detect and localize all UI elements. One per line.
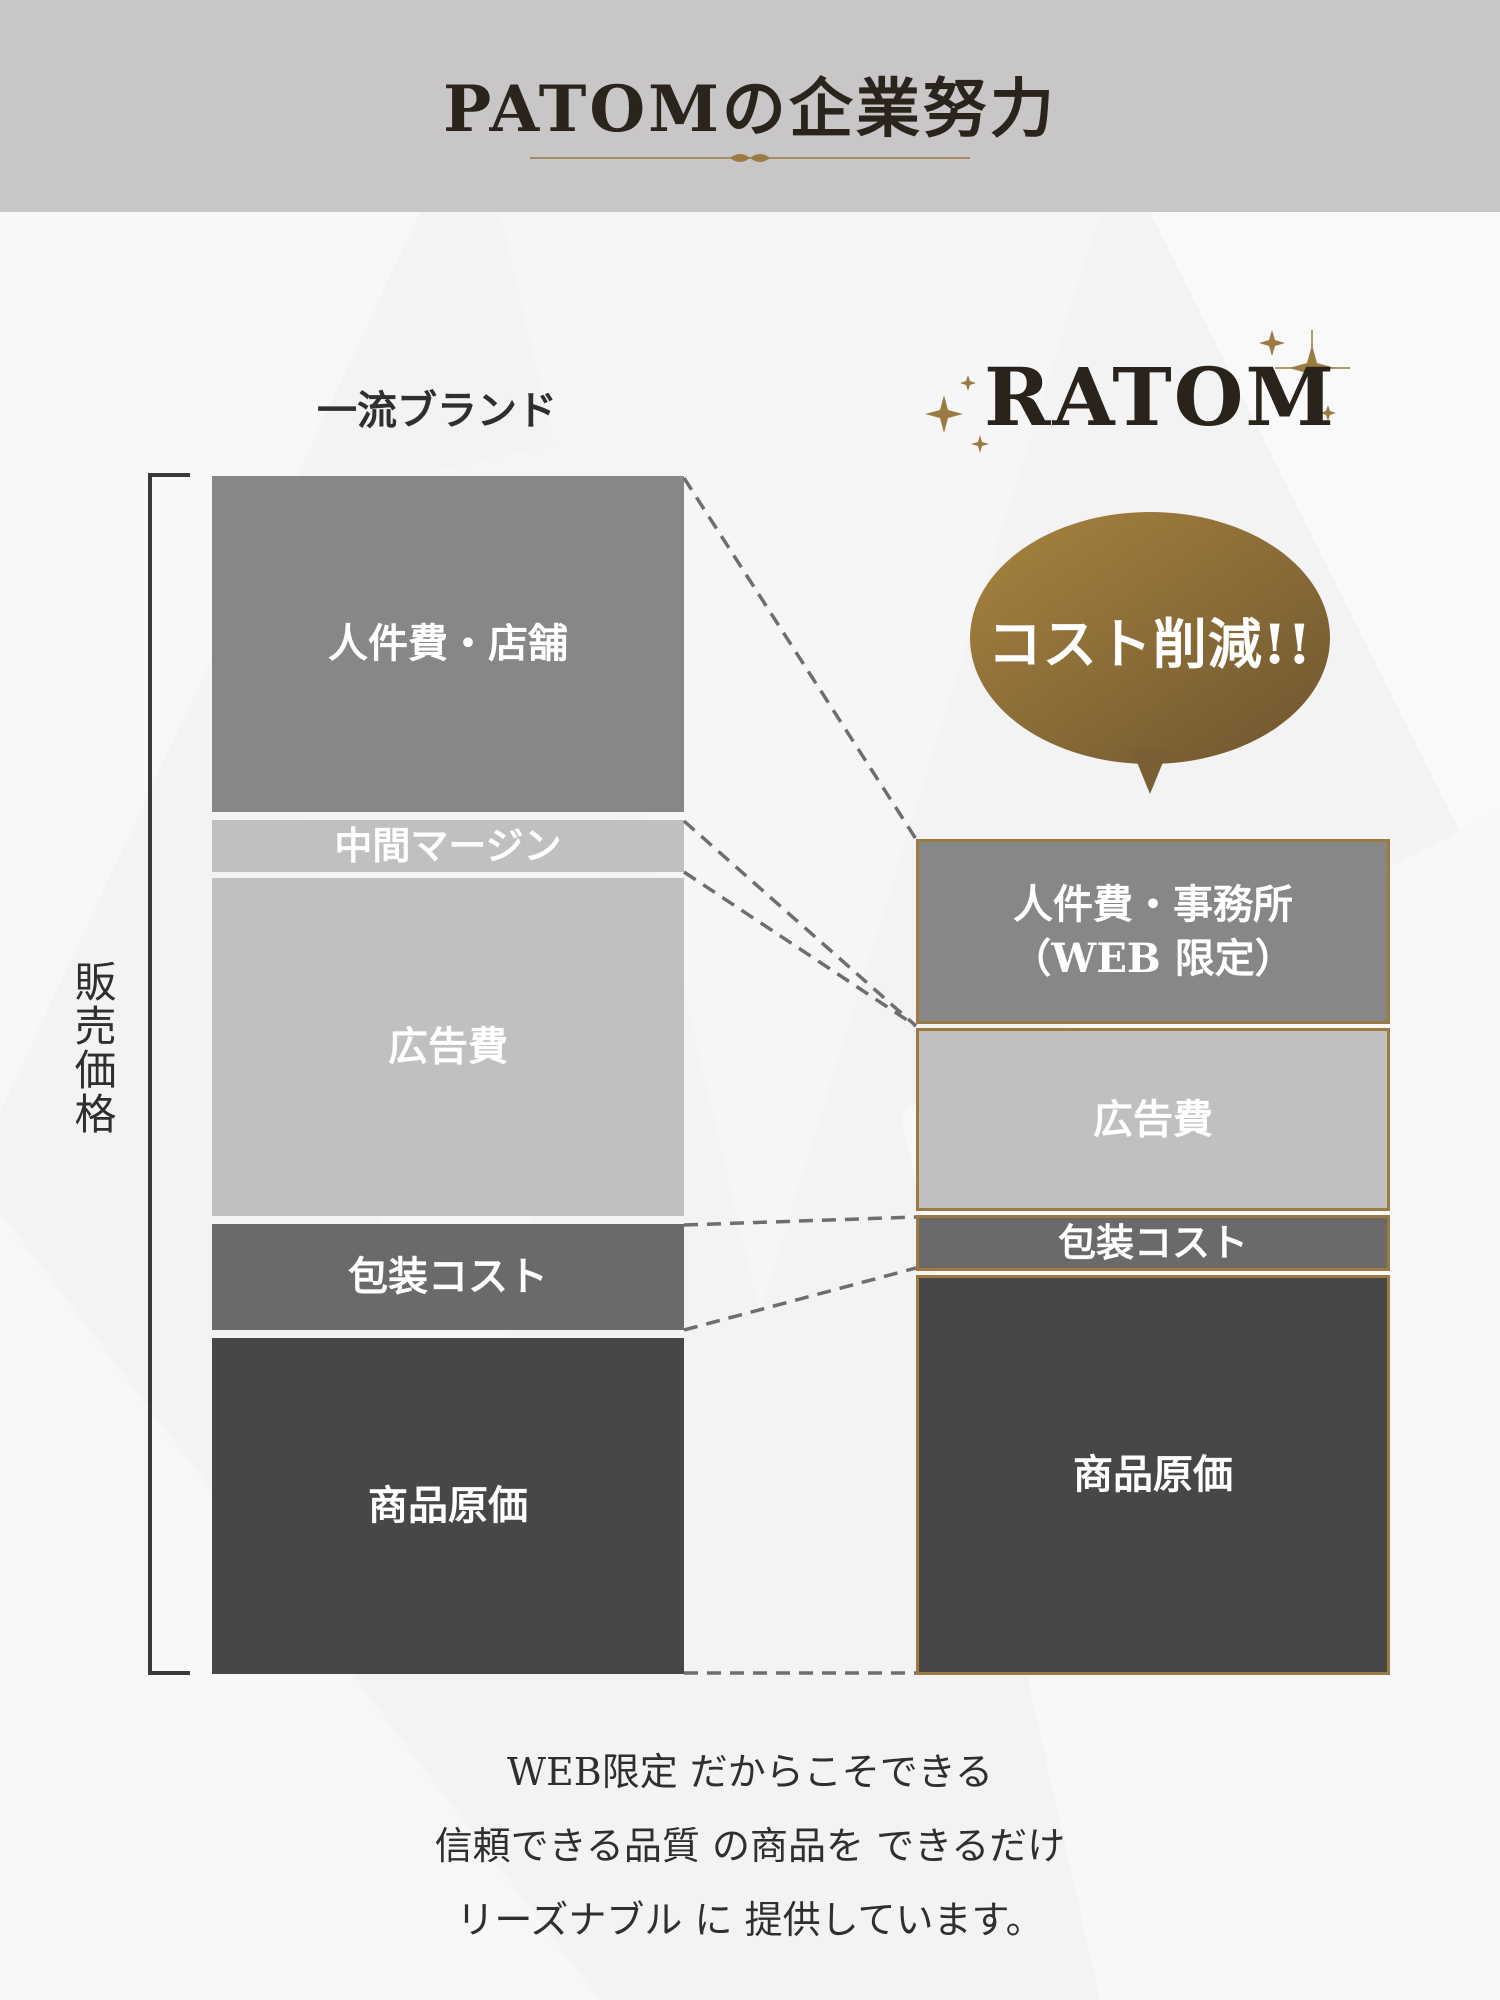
cost-reduction-text: コスト削減!!: [987, 612, 1313, 676]
selling-price-label: 販売価格: [68, 960, 117, 1136]
brand-logo: RATOM: [984, 350, 1336, 444]
left-block-labor-store: 人件費・店舗: [212, 476, 684, 812]
speech-bubble: [970, 512, 1330, 794]
footer-message: WEB限定 だからこそできる 信頼できる品質 の商品を できるだけ リーズナブル…: [250, 1735, 1250, 1957]
footer-line: WEB限定 だからこそできる: [506, 1750, 994, 1794]
page-title: PATOMの企業努力: [443, 72, 1057, 147]
footer-line: 信頼できる品質 の商品を できるだけ: [434, 1824, 1066, 1868]
right-block-labor-office: 人件費・事務所 （WEB 限定）: [916, 839, 1390, 1024]
left-block-product-cost: 商品原価: [212, 1338, 684, 1674]
right-block-product-cost: 商品原価: [916, 1275, 1390, 1675]
left-block-packaging: 包装コスト: [212, 1224, 684, 1330]
sparkle-icon: [925, 330, 1350, 453]
right-block-packaging: 包装コスト: [916, 1215, 1390, 1271]
right-block-advertising: 広告費: [916, 1028, 1390, 1211]
left-block-middle-margin: 中間マージン: [212, 820, 684, 872]
ornament-divider: [530, 154, 970, 162]
price-bracket: [148, 473, 190, 1675]
left-block-advertising: 広告費: [212, 878, 684, 1216]
header-band: PATOMの企業努力: [0, 0, 1500, 212]
footer-line: リーズナブル に 提供しています。: [456, 1898, 1044, 1942]
left-column-label: 一流ブランド: [317, 387, 557, 434]
